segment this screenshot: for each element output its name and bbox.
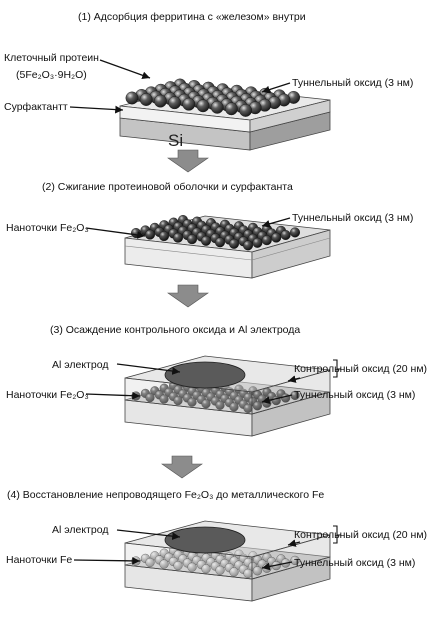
tunnel-oxide-label-4: Туннельный оксид (3 нм) [294, 557, 415, 569]
ferritin-dot [224, 102, 238, 116]
electrode-label-3: Al электрод [52, 359, 108, 371]
step-2: (2) Сжигание протеиновой оболочки и сурф… [6, 181, 413, 279]
fe2o3-dot [201, 399, 211, 409]
step-1-arrows [69, 59, 291, 114]
dots-label-2: Наноточки Fe₂O₃ [6, 222, 89, 234]
step-1: (1) Адсорбция ферритина с «железом» внут… [4, 11, 413, 151]
fe-dot [159, 559, 169, 569]
step-4: (4) Восстановление непроводящего Fe₂O₃ д… [6, 489, 427, 602]
fe2o3-dot [214, 237, 225, 248]
step-3: (3) Осаждение контрольного оксида и Al э… [6, 324, 427, 437]
step-3-arrows [85, 363, 301, 405]
step-3-control-oxide [124, 355, 331, 415]
fe2o3-dot [215, 400, 225, 410]
step-1-title: (1) Адсорбция ферритина с «железом» внут… [78, 11, 306, 23]
fe2o3-dot [252, 237, 263, 248]
fe-dot [201, 564, 211, 574]
tunnel-oxide-label-1: Туннельный оксид (3 нм) [292, 77, 413, 89]
process-arrow-2 [167, 284, 209, 308]
fe2o3-dot [130, 227, 141, 238]
step-2-title: (2) Сжигание протеиновой оболочки и сурф… [42, 181, 293, 193]
tunnel-oxide-label-2: Туннельный оксид (3 нм) [292, 212, 413, 224]
fe2o3-dot [280, 229, 291, 240]
step-3-title: (3) Осаждение контрольного оксида и Al э… [50, 324, 300, 336]
ferritin-dot [153, 94, 167, 108]
fe2o3-dot [271, 232, 282, 243]
surfactant-label: Сурфактантт [4, 101, 68, 113]
fe2o3-dot [228, 238, 239, 249]
fe2o3-dot [187, 397, 197, 407]
fe2o3-dot [145, 393, 155, 403]
dots-label-3: Наноточки Fe₂O₃ [6, 389, 89, 401]
ferritin-dot [168, 96, 182, 110]
control-oxide-label-3: Контрольный оксид (20 нм) [294, 363, 427, 375]
fe2o3-dot [261, 235, 272, 246]
step-2-arrows [85, 217, 291, 239]
step-4-arrows [73, 529, 301, 571]
fe2o3-dot [200, 235, 211, 246]
fe2o3-dot [290, 227, 301, 238]
fe2o3-dot [243, 403, 253, 414]
substrate-label: Si [168, 131, 183, 150]
tunnel-oxide-label-3: Туннельный оксид (3 нм) [294, 389, 415, 401]
step-2-fe2o3-dots [130, 214, 301, 251]
fe2o3-dot [186, 234, 197, 245]
step-4-control-oxide [124, 520, 331, 580]
fe2o3-dot [172, 232, 183, 243]
ferritin-dot [139, 93, 153, 106]
process-arrow-1 [167, 149, 209, 173]
fe-dot [173, 560, 183, 571]
fe2o3-dot [242, 240, 253, 251]
ferritin-dot [182, 97, 196, 111]
protein-formula: (5Fe₂O₃·9H₂O) [16, 69, 87, 81]
fe2o3-dot [159, 394, 169, 404]
electrode-label-4: Al электрод [52, 524, 108, 536]
fe2o3-dot [173, 396, 183, 406]
al-electrode-4 [164, 526, 246, 554]
al-electrode-3 [164, 361, 246, 389]
fe-dot [145, 557, 155, 568]
fe2o3-dot [144, 229, 155, 240]
ferritin-dot [125, 91, 139, 105]
fe-dot [243, 568, 253, 579]
fe-dot [187, 562, 197, 572]
protein-label: Клеточный протеин [4, 52, 99, 64]
control-oxide-bracket-3 [333, 359, 341, 378]
control-oxide-bracket-4 [333, 525, 341, 544]
ferritin-dot [196, 99, 210, 113]
ferritin-dot [210, 100, 224, 114]
ferritin-dot [239, 104, 253, 117]
step-1-protein-dots [125, 78, 300, 117]
dots-label-4: Наноточки Fe [6, 554, 72, 566]
fe-dot [229, 567, 239, 577]
fe-dot [290, 555, 300, 566]
process-arrow-3 [161, 455, 203, 479]
fe-dot [252, 566, 263, 576]
fe2o3-dot [229, 402, 239, 412]
fe-dot [215, 565, 225, 575]
fe2o3-dot [252, 401, 263, 411]
step-4-title: (4) Восстановление непроводящего Fe₂O₃ д… [7, 489, 324, 501]
control-oxide-label-4: Контрольный оксид (20 нм) [294, 529, 427, 541]
fe2o3-dot [158, 231, 169, 242]
